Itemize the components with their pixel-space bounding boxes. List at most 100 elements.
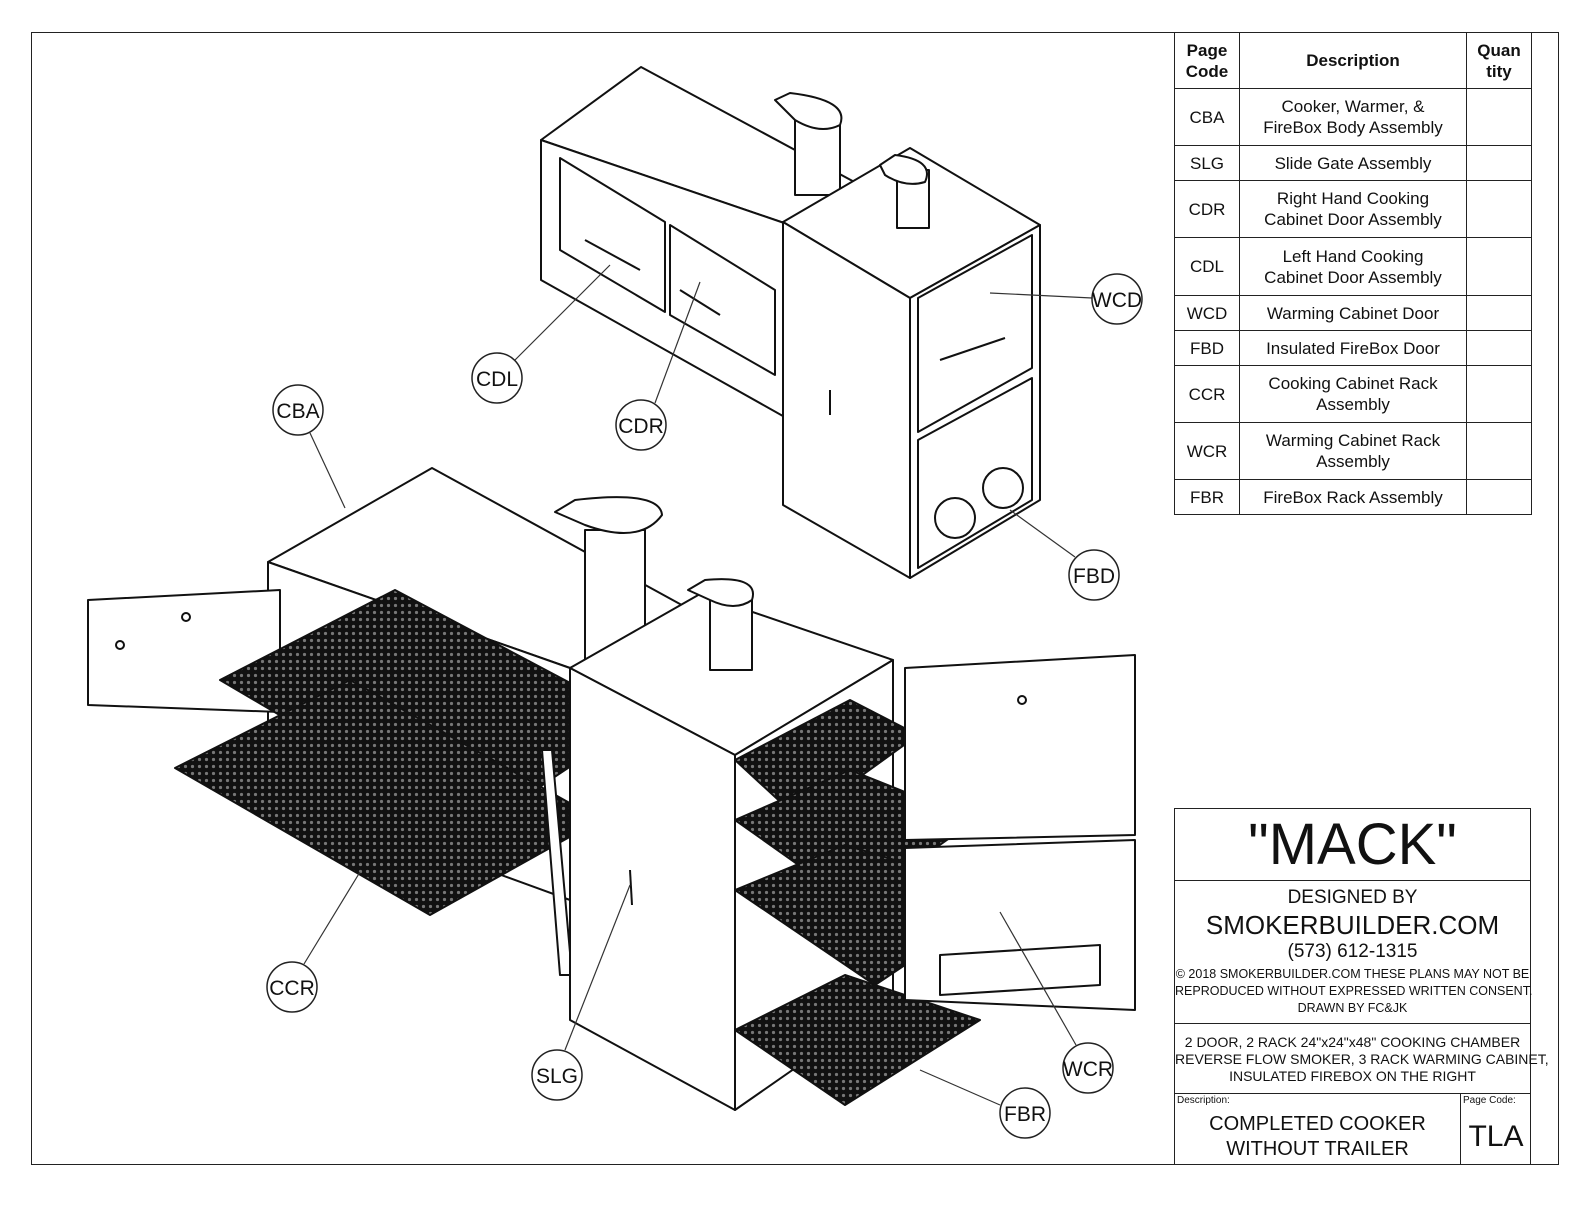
page-code-cell: CDR [1174,180,1240,238]
callout-cdr: CDR [615,399,667,451]
description-label: Description: [1177,1095,1230,1106]
description-line: Cabinet Door Assembly [1264,210,1442,229]
header-description: Description [1239,32,1467,89]
page-code-label: Page Code: [1463,1095,1516,1106]
quantity-cell [1466,237,1532,296]
page-code-cell: FBR [1174,479,1240,515]
copyright-line-1: © 2018 SMOKERBUILDER.COM THESE PLANS MAY… [1175,967,1530,981]
description-line: FireBox Rack Assembly [1263,487,1443,507]
table-row: SLG Slide Gate Assembly [1174,145,1532,181]
description-line: Cooker, Warmer, & [1281,97,1425,116]
svg-text:SLG: SLG [536,1065,578,1088]
callout-fbr: FBR [999,1087,1051,1139]
copyright-line-2: REPRODUCED WITHOUT EXPRESSED WRITTEN CON… [1175,984,1533,998]
description-line: Cabinet Door Assembly [1264,267,1442,287]
description-cell: Insulated FireBox Door [1239,330,1467,366]
description-line: Right Hand Cooking [1276,189,1430,208]
page-code-cell: WCD [1174,295,1240,331]
callout-cba: CBA [272,384,324,436]
svg-text:FBR: FBR [1004,1103,1046,1126]
leader-lines [303,264,1093,1106]
description-line: Left Hand Cooking [1282,246,1424,266]
callout-slg: SLG [531,1049,583,1101]
quantity-cell [1466,180,1532,238]
callouts: CDL CDR CBA WCD FBD CCR SLG WCR FBR [266,273,1143,1139]
page-code-cell: CBA [1174,88,1240,146]
description-cell: Warming Cabinet Door [1239,295,1467,331]
description-line: Warming Cabinet Door [1266,303,1440,323]
designer-block: DESIGNED BY SMOKERBUILDER.COM (573) 612-… [1174,880,1533,1023]
description-line: Warming Cabinet Rack [1265,431,1441,450]
quantity-cell [1466,330,1532,366]
table-row: CBA Cooker, Warmer, & FireBox Body Assembl… [1174,88,1532,146]
page-code-value: TLA [1468,1120,1524,1153]
closed-cooker-assembly [540,66,1041,579]
page-code-cell: FBD [1174,330,1240,366]
wcd-door [917,234,1033,433]
svg-text:CCR: CCR [269,977,315,1000]
designed-by-label: DESIGNED BY [1287,887,1418,908]
project-name: "MACK" [1174,808,1531,880]
svg-text:CDL: CDL [476,368,518,391]
callout-ccr: CCR [266,961,318,1013]
description-line: Cooking Cabinet Rack [1268,374,1438,393]
svg-text:WCD: WCD [1092,289,1142,312]
svg-text:WCR: WCR [1063,1058,1113,1081]
description-cell: Cooker, Warmer, & FireBox Body Assembly [1239,88,1467,146]
isometric-drawing: CDL CDR CBA WCD FBD CCR SLG WCR FBR [87,66,1143,1139]
svg-text:CDR: CDR [618,415,664,438]
page-code-cell: CDL [1174,237,1240,296]
callout-wcr: WCR [1062,1042,1114,1094]
callout-cdl: CDL [471,352,523,404]
table-row: FBD Insulated FireBox Door [1174,330,1532,366]
quantity-cell [1466,295,1532,331]
callout-wcd: WCD [1091,273,1143,325]
cdl-door [559,157,666,313]
description-value: COMPLETED COOKER WITHOUT TRAILER [1175,1112,1460,1162]
page-code-cell: SLG [1174,145,1240,181]
drawn-by: DRAWN BY FC&JK [1297,1001,1408,1015]
description-line-1: COMPLETED COOKER [1209,1113,1426,1135]
callout-fbd: FBD [1068,549,1120,601]
table-row: FBR FireBox Rack Assembly [1174,479,1532,515]
description-line: Slide Gate Assembly [1274,153,1432,173]
quantity-cell [1466,422,1532,480]
description-cell: Slide Gate Assembly [1239,145,1467,181]
phone-number: (573) 612-1315 [1287,941,1418,962]
description-line: Insulated FireBox Door [1266,338,1440,358]
description-line: Assembly [1316,395,1390,414]
quantity-cell [1466,479,1532,515]
spec-line-1: 2 DOOR, 2 RACK 24"x24"x48" COOKING CHAMB… [1184,1034,1521,1050]
fbr-rack [734,974,981,1106]
description-line: Assembly [1316,452,1390,471]
open-warmer-door [904,654,1136,841]
quantity-cell [1466,88,1532,146]
spec-block: 2 DOOR, 2 RACK 24"x24"x48" COOKING CHAMB… [1174,1023,1549,1093]
spec-line-3: INSULATED FIREBOX ON THE RIGHT [1229,1068,1476,1084]
svg-text:CBA: CBA [276,400,319,423]
open-cooker-assembly [87,467,1136,1111]
drawing-border [31,32,1559,1165]
quantity-cell [1466,365,1532,423]
page-code-cell: CCR [1174,365,1240,423]
page-code-cell: WCR [1174,422,1240,480]
description-cell: FireBox Rack Assembly [1239,479,1467,515]
table-row: WCD Warming Cabinet Door [1174,295,1532,331]
description-line: FireBox Body Assembly [1263,118,1443,137]
svg-text:FBD: FBD [1073,565,1115,588]
description-line-2: WITHOUT TRAILER [1226,1138,1409,1160]
spec-line-2: REVERSE FLOW SMOKER, 3 RACK WARMING CABI… [1175,1051,1549,1067]
cdr-door [669,224,776,376]
